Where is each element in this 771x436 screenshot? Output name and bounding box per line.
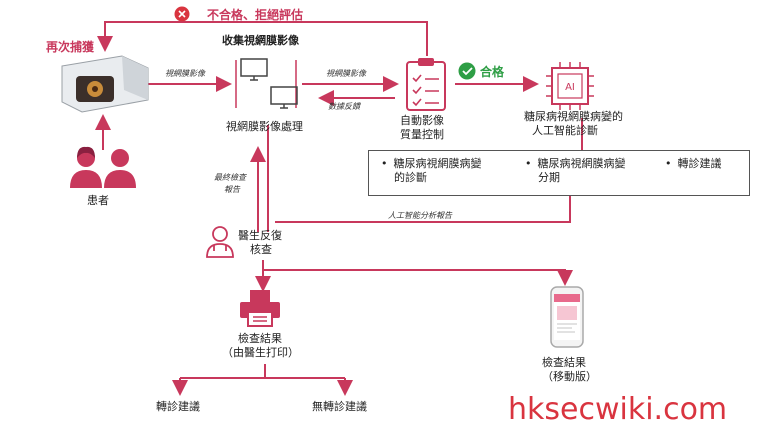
ai-output-item: 糖尿病視網膜病變 分期 [525, 157, 626, 185]
reject-label: 不合格、拒絕評估 [207, 8, 304, 22]
ai-output-item: 轉診建議 [665, 157, 722, 171]
auto-qc-line2: 質量控制 [400, 128, 444, 141]
doctor-line1: 醫生反復 [238, 229, 282, 242]
result-print-line1: 檢查結果 [238, 332, 282, 345]
result-mobile-line1: 檢查結果 [542, 356, 586, 369]
final-report-line1: 最終檢查 [214, 173, 246, 182]
final-report-line2: 報告 [224, 185, 240, 194]
doctor-icon [204, 224, 236, 262]
no-referral-label: 無轉診建議 [312, 400, 367, 413]
feedback-label: 數據反饋 [328, 102, 360, 111]
monitor-icon-1 [240, 58, 270, 86]
patients-icon [66, 146, 142, 192]
retina-image-label-1: 視網膜影像 [165, 69, 205, 78]
clipboard-icon [404, 56, 448, 116]
mobile-phone-icon [550, 286, 584, 352]
image-processing-label: 視網膜影像處理 [226, 120, 303, 133]
patient-label: 患者 [87, 194, 109, 207]
retina-image-label-2: 視網膜影像 [326, 69, 366, 78]
result-print-line2: （由醫生打印） [222, 346, 299, 359]
doctor-line2: 核查 [250, 243, 272, 256]
ai-outputs-box: 糖尿病視網膜病變 的診斷 糖尿病視網膜病變 分期 轉診建議 [368, 150, 750, 196]
watermark: hksecwiki.com [508, 392, 728, 427]
printer-icon [240, 290, 280, 330]
ai-output-item: 糖尿病視網膜病變 的診斷 [381, 157, 482, 185]
ai-report-label: 人工智能分析報告 [388, 211, 452, 220]
result-mobile-line2: （移動版） [542, 370, 597, 383]
referral-label: 轉診建議 [156, 400, 200, 413]
recapture-label: 再次捕獲 [46, 40, 95, 54]
fail-icon [174, 6, 190, 26]
qualified-label: 合格 [480, 65, 505, 79]
ai-diagnosis-line2: 人工智能診斷 [532, 124, 598, 137]
ai-chip-icon: AI [544, 60, 596, 116]
auto-qc-line1: 自動影像 [400, 114, 444, 127]
monitor-icon-2 [270, 86, 300, 114]
retina-camera-icon [52, 52, 150, 118]
svg-text:AI: AI [565, 82, 575, 93]
collect-title: 收集視網膜影像 [222, 34, 299, 47]
ai-diagnosis-line1: 糖尿病視網膜病變的 [524, 110, 623, 123]
pass-icon [458, 62, 476, 84]
